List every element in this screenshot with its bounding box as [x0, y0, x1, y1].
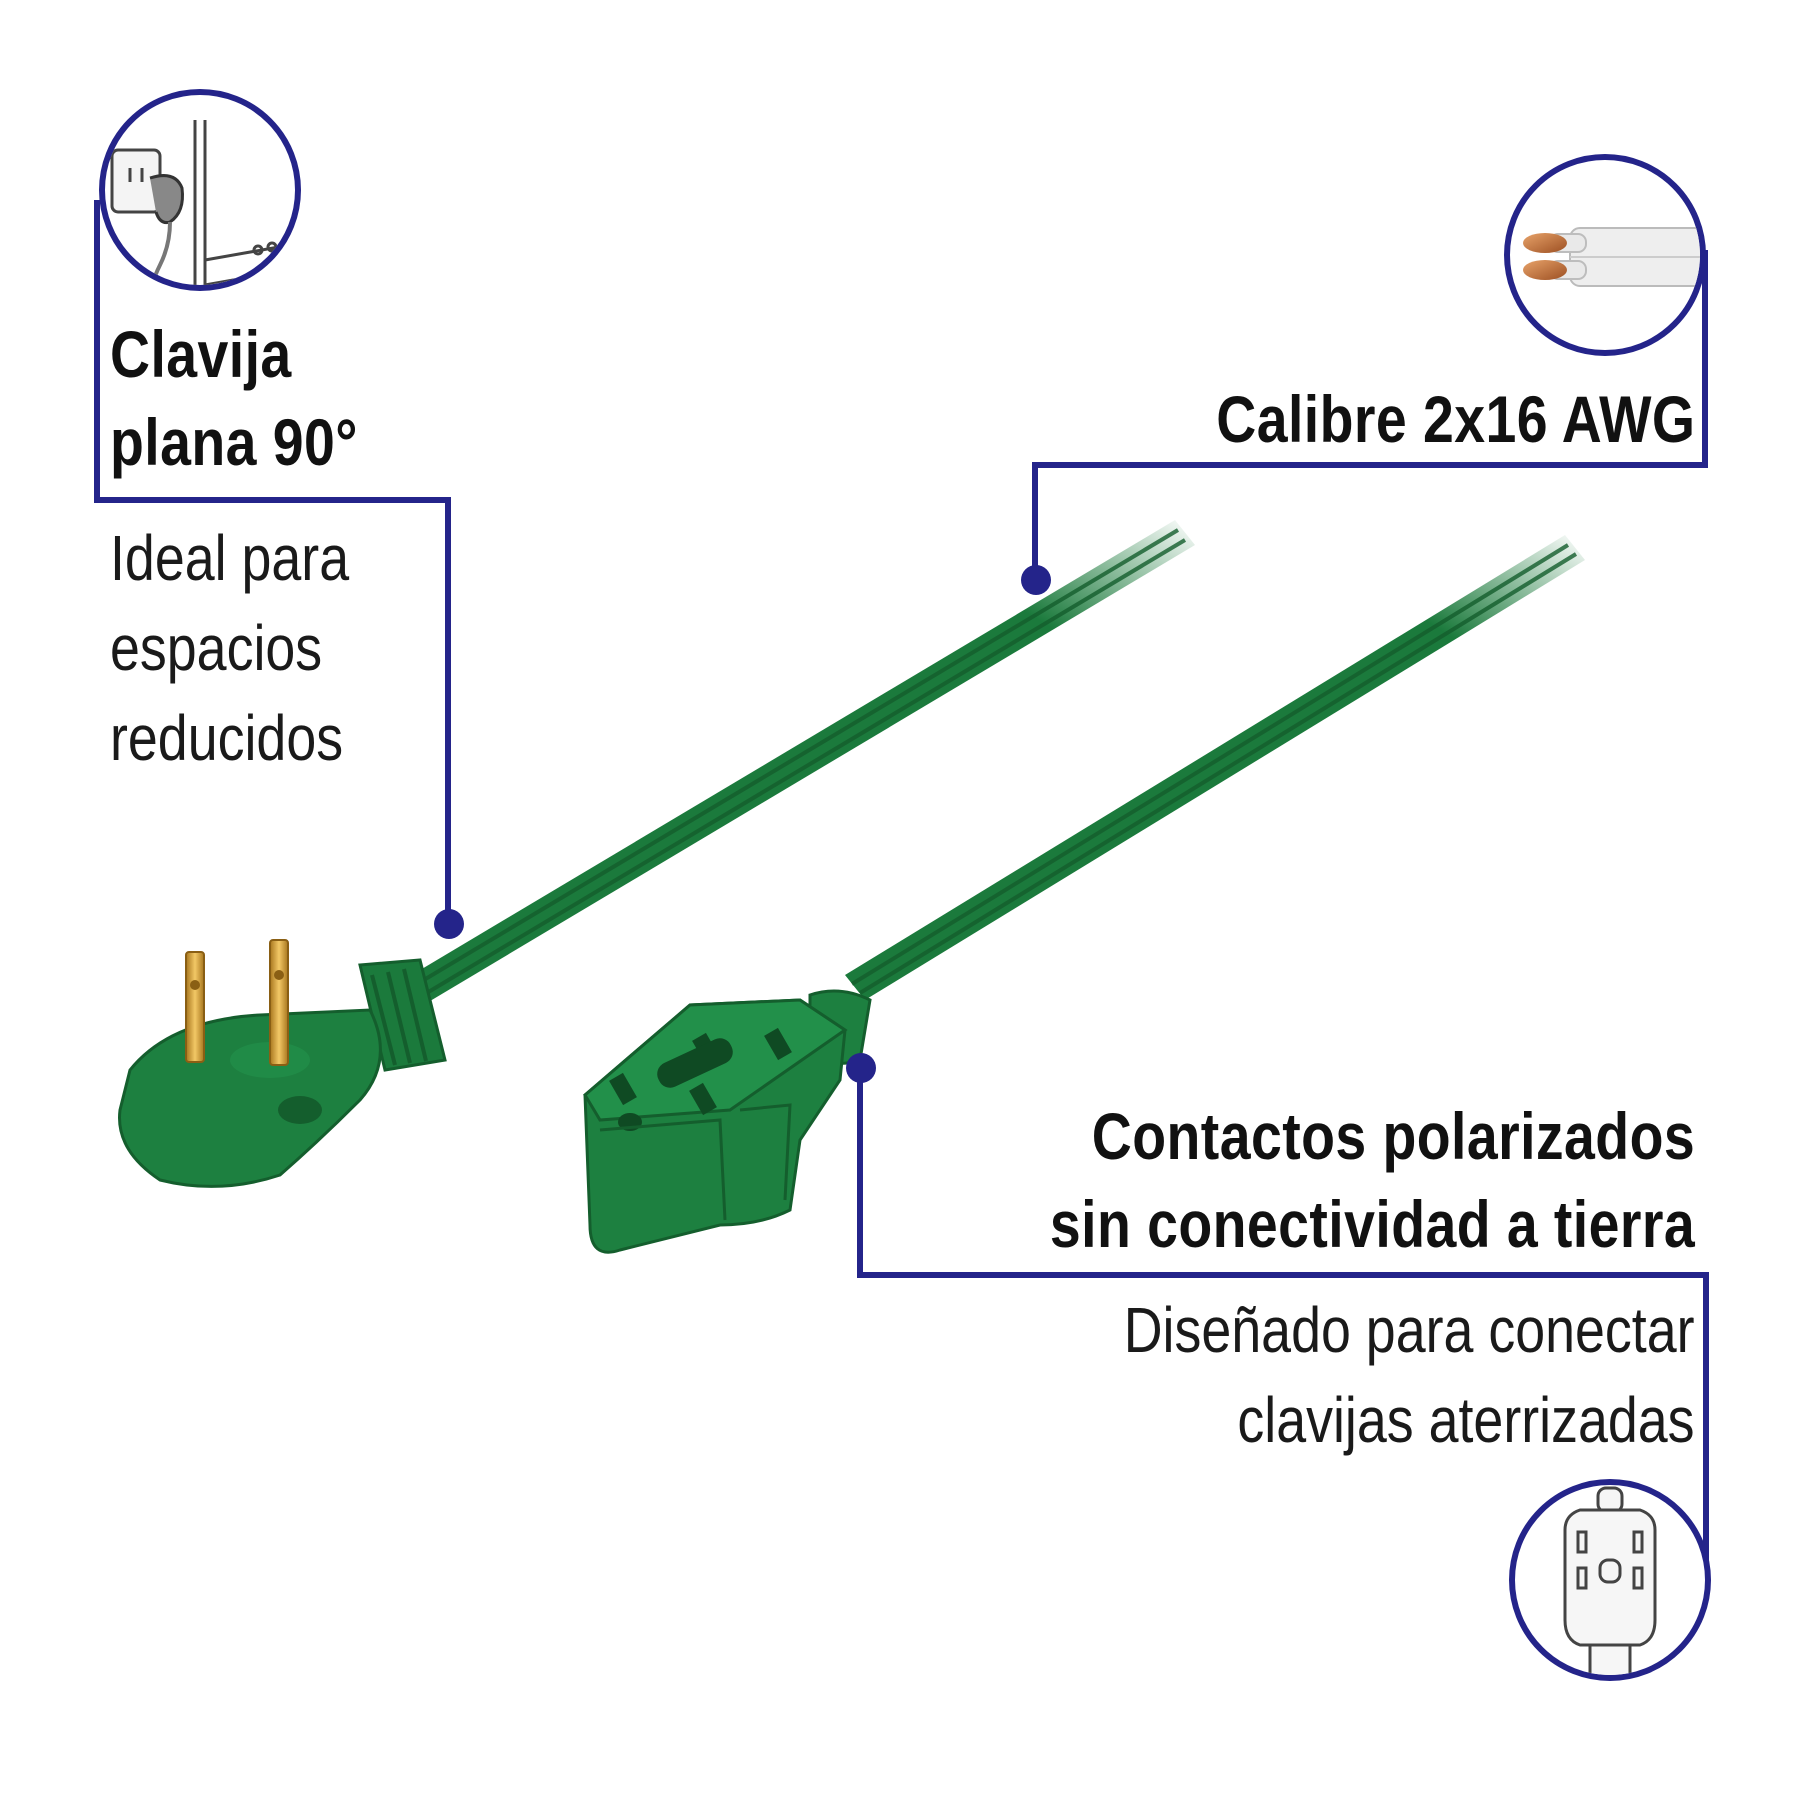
outlets-feature-title: Contactos polarizados sin conectividad a…	[1050, 1092, 1695, 1268]
extension-cord-cable	[395, 520, 1585, 1010]
copper-wire-cable-icon	[1504, 154, 1706, 356]
receptacle-end	[583, 989, 872, 1254]
callout-lines	[94, 200, 1709, 1560]
gauge-title-line-1: Calibre 2x16 AWG	[1215, 382, 1695, 456]
outlets-feature-description: Diseñado para conectar clavijas aterriza…	[1124, 1285, 1695, 1465]
wall-outlet-plug-icon	[99, 89, 301, 291]
callout-dot-plug	[434, 909, 464, 939]
plug-title-line-2: plana 90°	[110, 405, 358, 479]
plug-desc-line-3: reducidos	[110, 702, 344, 774]
plug-title-line-1: Clavija	[110, 317, 292, 391]
callout-dot-receptacle	[846, 1053, 876, 1083]
outlets-desc-line-2: clavijas aterrizadas	[1237, 1384, 1695, 1456]
gauge-feature-title: Calibre 2x16 AWG	[1216, 375, 1695, 463]
plug-desc-line-2: espacios	[110, 612, 323, 684]
outlets-desc-line-1: Diseñado para conectar	[1124, 1294, 1695, 1366]
three-outlet-receptacle-icon	[1509, 1479, 1711, 1681]
callout-dot-cable	[1021, 565, 1051, 595]
outlets-title-line-2: sin conectividad a tierra	[1049, 1187, 1695, 1261]
flat-plug	[118, 939, 447, 1188]
outlets-title-line-1: Contactos polarizados	[1091, 1099, 1695, 1173]
plug-desc-line-1: Ideal para	[110, 522, 350, 594]
plug-feature-title: Clavija plana 90°	[110, 310, 358, 486]
plug-feature-description: Ideal para espacios reducidos	[110, 513, 349, 783]
